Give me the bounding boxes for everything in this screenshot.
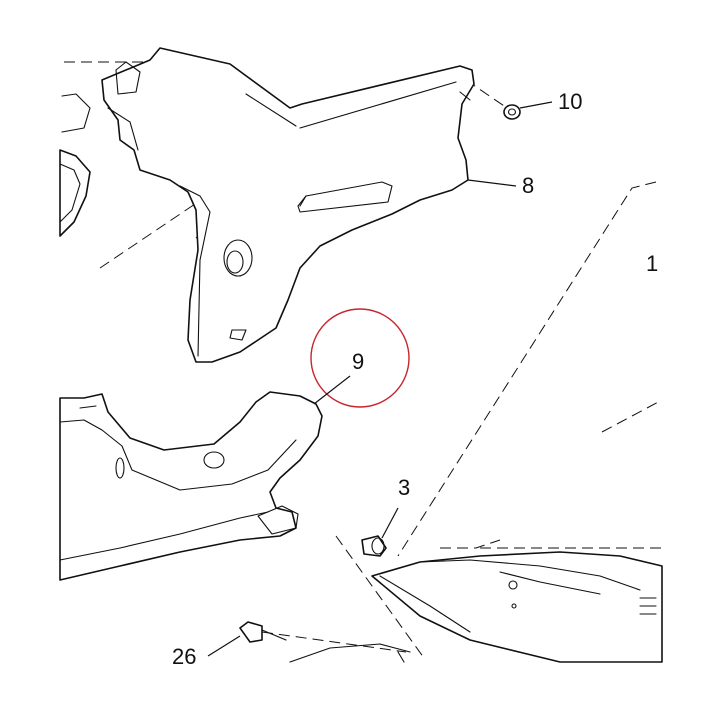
part-1-side-cover (371, 551, 663, 663)
part-9-trim-panel (59, 391, 323, 581)
callout-26: 26 (172, 644, 196, 669)
callout-9: 9 (352, 349, 364, 374)
callout-9-highlight-circle (310, 308, 410, 408)
background-frame-left (59, 93, 91, 237)
part-10-nut (503, 104, 521, 120)
callout-10: 10 (558, 89, 582, 114)
part-3-grommet (361, 535, 387, 557)
callout-leaders (207, 101, 553, 657)
part-26-bolt (239, 621, 411, 663)
part-8-upper-bracket (101, 47, 475, 363)
callout-1: 1 (646, 251, 658, 276)
callout-3: 3 (398, 475, 410, 500)
callout-8: 8 (522, 173, 534, 198)
